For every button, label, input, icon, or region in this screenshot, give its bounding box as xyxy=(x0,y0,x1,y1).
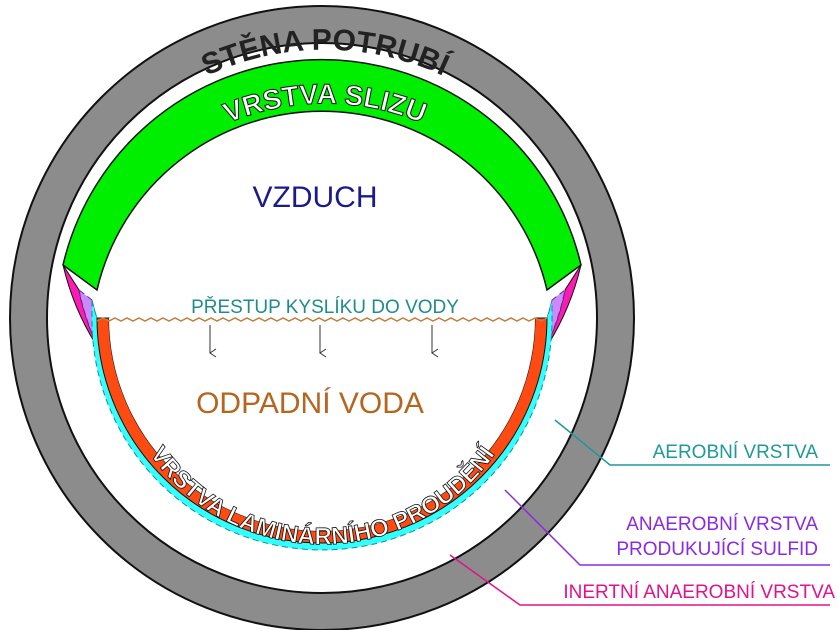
aerobic-leader-line xyxy=(554,419,830,466)
aerobic-layer-label: AEROBNÍ VRSTVA xyxy=(653,442,819,463)
inert-anaerobic-leader-line xyxy=(449,554,830,606)
oxygen-transfer-label: PŘESTUP KYSLÍKU DO VODY xyxy=(191,296,459,318)
slime-layer xyxy=(62,58,582,292)
anaerobic-sulfide-label-line1: ANAEROBNÍ VRSTVA xyxy=(626,514,818,535)
water-surface-line xyxy=(96,317,548,322)
waste-water-area xyxy=(109,318,535,531)
inert-anaerobic-layer-label: INERTNÍ ANAEROBNÍ VRSTVA xyxy=(563,582,835,603)
waste-water-label: ODPADNÍ VODA xyxy=(196,387,424,420)
air-label: VZDUCH xyxy=(253,181,378,214)
anaerobic-sulfide-leader-line xyxy=(504,489,830,566)
anaerobic-sulfide-label-line2: PRODUKUJÍCÍ SULFID xyxy=(616,539,818,560)
